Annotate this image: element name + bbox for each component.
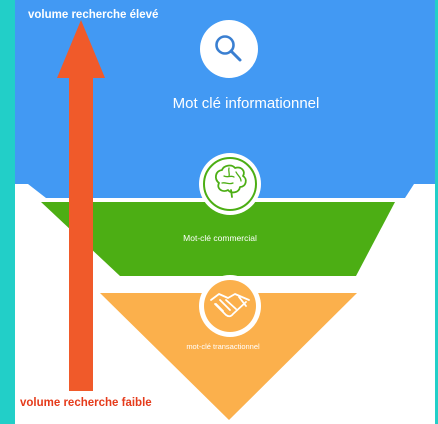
level-commercial-label: Mot-clé commercial bbox=[183, 233, 257, 243]
search-icon bbox=[200, 20, 258, 78]
level-informational-band bbox=[15, 0, 435, 198]
high-volume-label: volume recherche élevé bbox=[28, 9, 159, 21]
right-border-strip bbox=[435, 0, 438, 424]
left-border-strip bbox=[0, 0, 15, 424]
brain-icon bbox=[199, 153, 261, 215]
level-informational-label: Mot clé informationnel bbox=[172, 95, 320, 112]
handshake-icon bbox=[199, 275, 261, 337]
low-volume-label: volume recherche faible bbox=[20, 397, 152, 409]
level-transactional-band bbox=[100, 293, 357, 420]
level-transactional-label: mot-clé transactionnel bbox=[186, 342, 260, 351]
level-commercial-band bbox=[41, 202, 395, 276]
volume-arrow bbox=[57, 20, 105, 391]
